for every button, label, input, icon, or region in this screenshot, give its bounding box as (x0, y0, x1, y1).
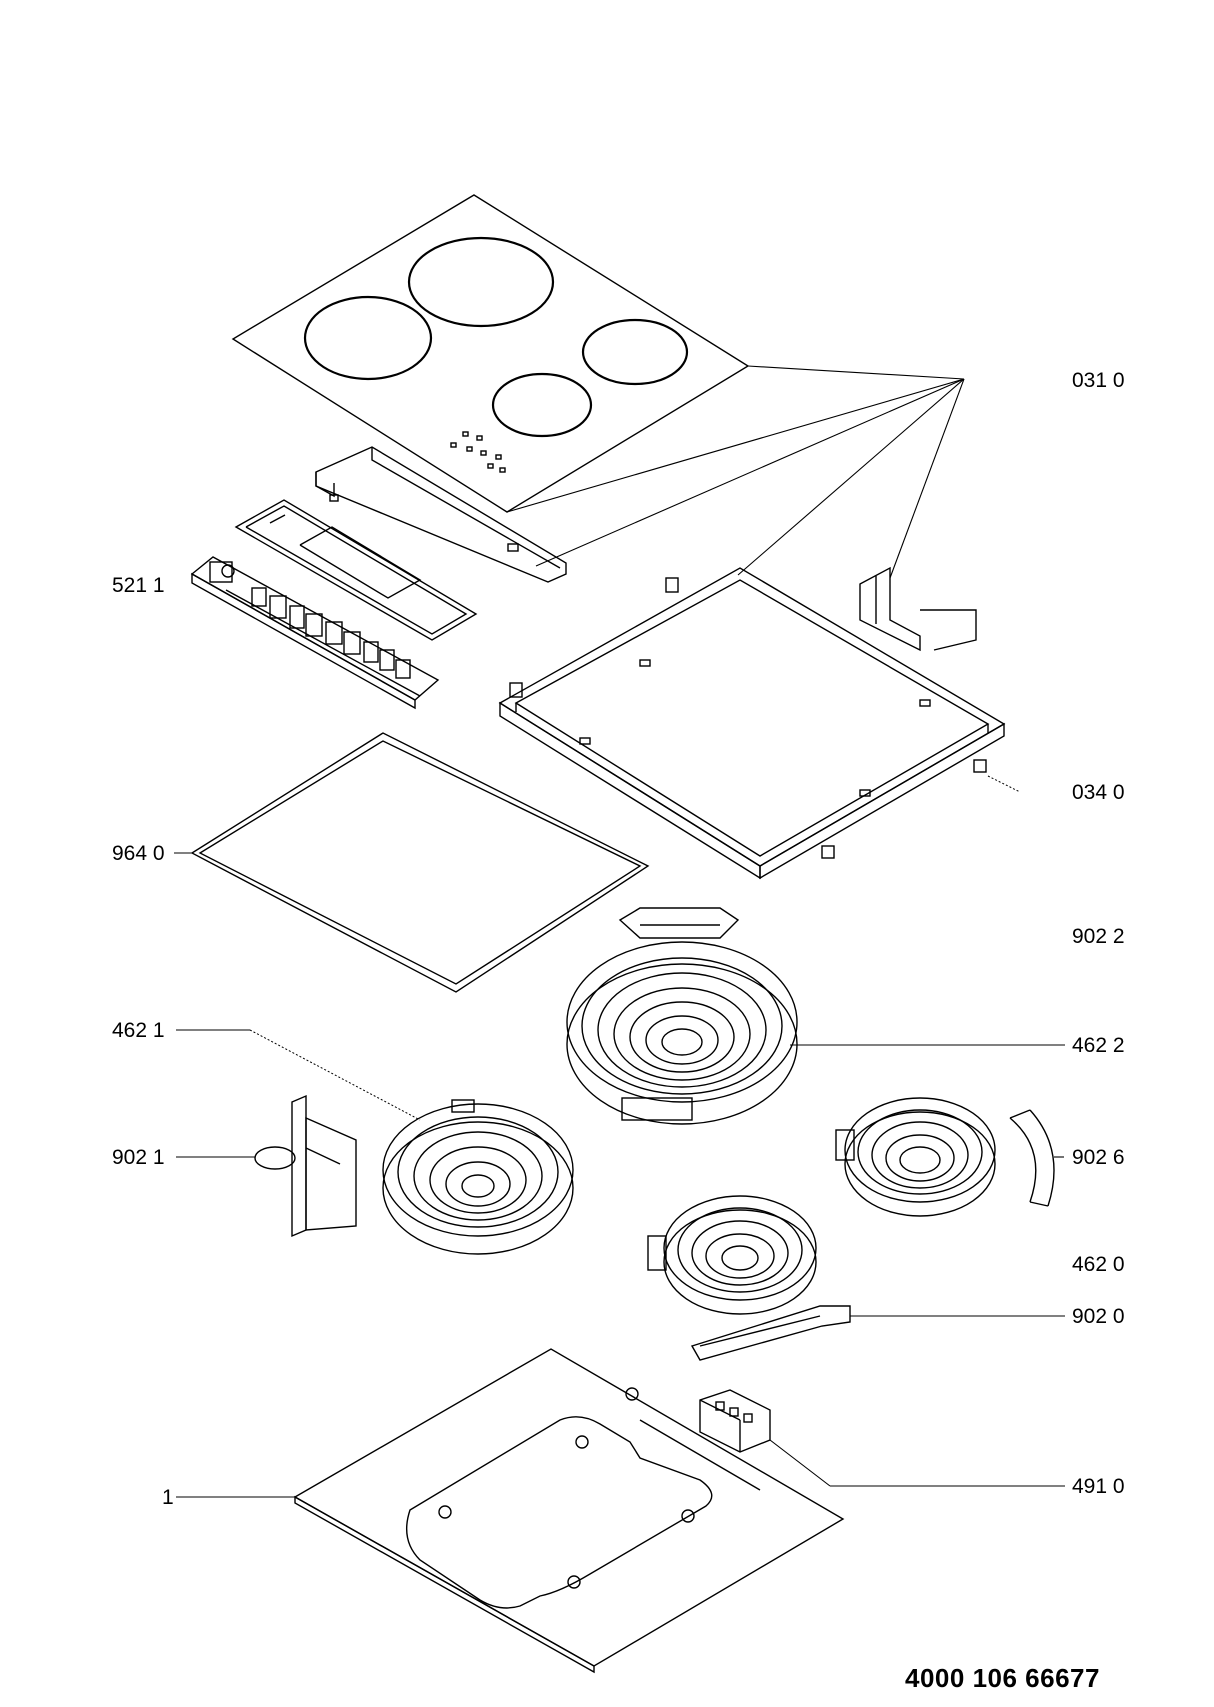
touch-control-marks (450, 431, 506, 473)
right-radiant-heater (835, 1097, 996, 1217)
cooktop-frame (498, 567, 1006, 880)
label-bracket-left: 902 1 (112, 1146, 165, 1169)
label-gasket: 964 0 (112, 842, 165, 865)
bottom-heater-bracket (690, 1305, 851, 1361)
left-radiant-heater (382, 1099, 574, 1255)
label-base-pan: 1 (162, 1486, 174, 1509)
label-cooktop-glass: 031 0 (1072, 369, 1125, 392)
document-number: 4000 106 66677 (905, 1663, 1100, 1693)
terminal-block (699, 1389, 771, 1453)
label-bracket-top: 902 2 (1072, 925, 1125, 948)
right-side-bracket (859, 566, 977, 652)
label-control-board: 521 1 (112, 574, 165, 597)
label-frame: 034 0 (1072, 781, 1125, 804)
label-heater-small: 462 0 (1072, 1253, 1125, 1276)
left-heater-bracket (254, 1094, 357, 1238)
label-bracket-bottom: 902 0 (1072, 1305, 1125, 1328)
top-heater-bracket (618, 907, 740, 939)
base-pan (293, 1348, 845, 1674)
label-bracket-right: 902 6 (1072, 1146, 1125, 1169)
control-board (190, 556, 440, 710)
small-radiant-heater (647, 1195, 817, 1315)
gasket (190, 732, 650, 993)
label-heater-large: 462 2 (1072, 1034, 1125, 1057)
label-heater-left: 462 1 (112, 1019, 165, 1042)
leader-lines (174, 365, 1065, 1498)
control-frame (234, 499, 478, 641)
label-terminal-block: 491 0 (1072, 1475, 1125, 1498)
large-radiant-heater (566, 941, 798, 1125)
front-bracket (315, 446, 567, 583)
right-heater-bracket (1009, 1109, 1055, 1207)
